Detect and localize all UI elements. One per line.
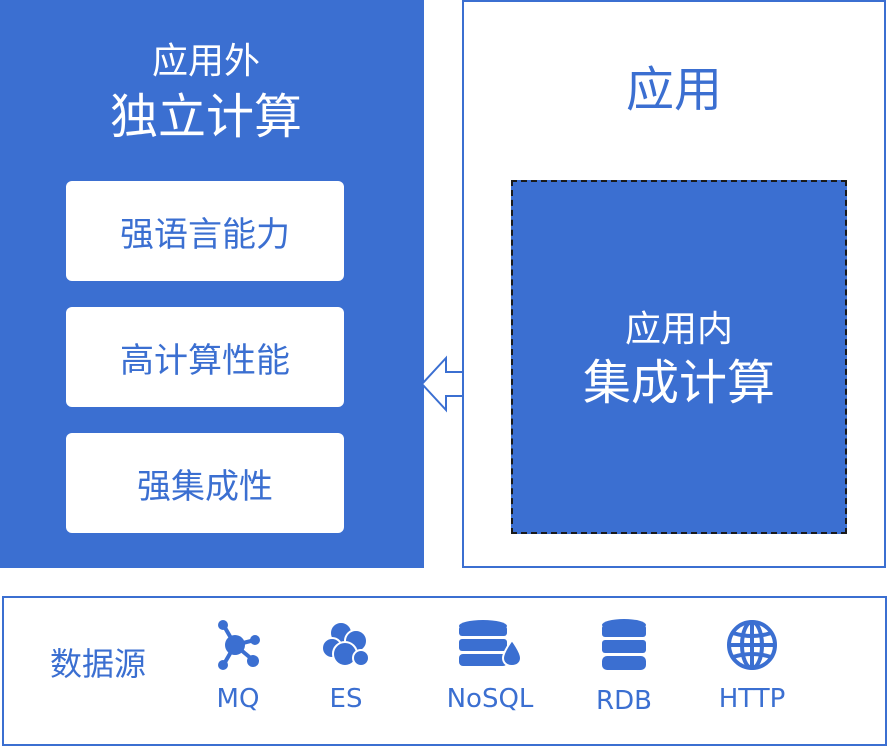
feature-language-box: 强语言能力 bbox=[66, 181, 344, 281]
external-compute-title: 独立计算 bbox=[109, 89, 302, 145]
nosql-database-icon bbox=[459, 620, 523, 668]
data-source-es: ES bbox=[286, 618, 406, 714]
data-source-http-label: HTTP bbox=[718, 684, 786, 714]
feature-performance-box: 高计算性能 bbox=[66, 307, 344, 407]
data-source-label: 数据源 bbox=[50, 645, 147, 683]
feature-language-label: 强语言能力 bbox=[120, 214, 290, 255]
globe-icon bbox=[727, 620, 777, 670]
data-source-rdb-label: RDB bbox=[596, 686, 652, 716]
data-source-rdb: RDB bbox=[564, 618, 684, 716]
embedded-compute-box bbox=[511, 180, 847, 534]
data-source-bar bbox=[2, 596, 887, 746]
data-source-mq-label: MQ bbox=[216, 684, 260, 714]
application-title: 应用 bbox=[625, 62, 722, 118]
mq-network-icon bbox=[218, 620, 260, 670]
rdb-database-icon bbox=[602, 619, 646, 670]
feature-performance-label: 高计算性能 bbox=[120, 340, 290, 381]
data-source-nosql-label: NoSQL bbox=[446, 684, 534, 714]
data-source-nosql: NoSQL bbox=[430, 618, 550, 714]
embedded-compute-subtitle: 应用内 bbox=[624, 309, 733, 350]
data-source-mq: MQ bbox=[178, 618, 298, 714]
feature-integration-label: 强集成性 bbox=[137, 466, 273, 507]
data-source-http: HTTP bbox=[692, 618, 812, 714]
data-source-es-label: ES bbox=[329, 684, 363, 714]
feature-integration-box: 强集成性 bbox=[66, 433, 344, 533]
elasticsearch-cluster-icon bbox=[321, 621, 370, 667]
external-compute-subtitle: 应用外 bbox=[151, 41, 260, 82]
embedded-compute-title: 集成计算 bbox=[582, 355, 775, 411]
